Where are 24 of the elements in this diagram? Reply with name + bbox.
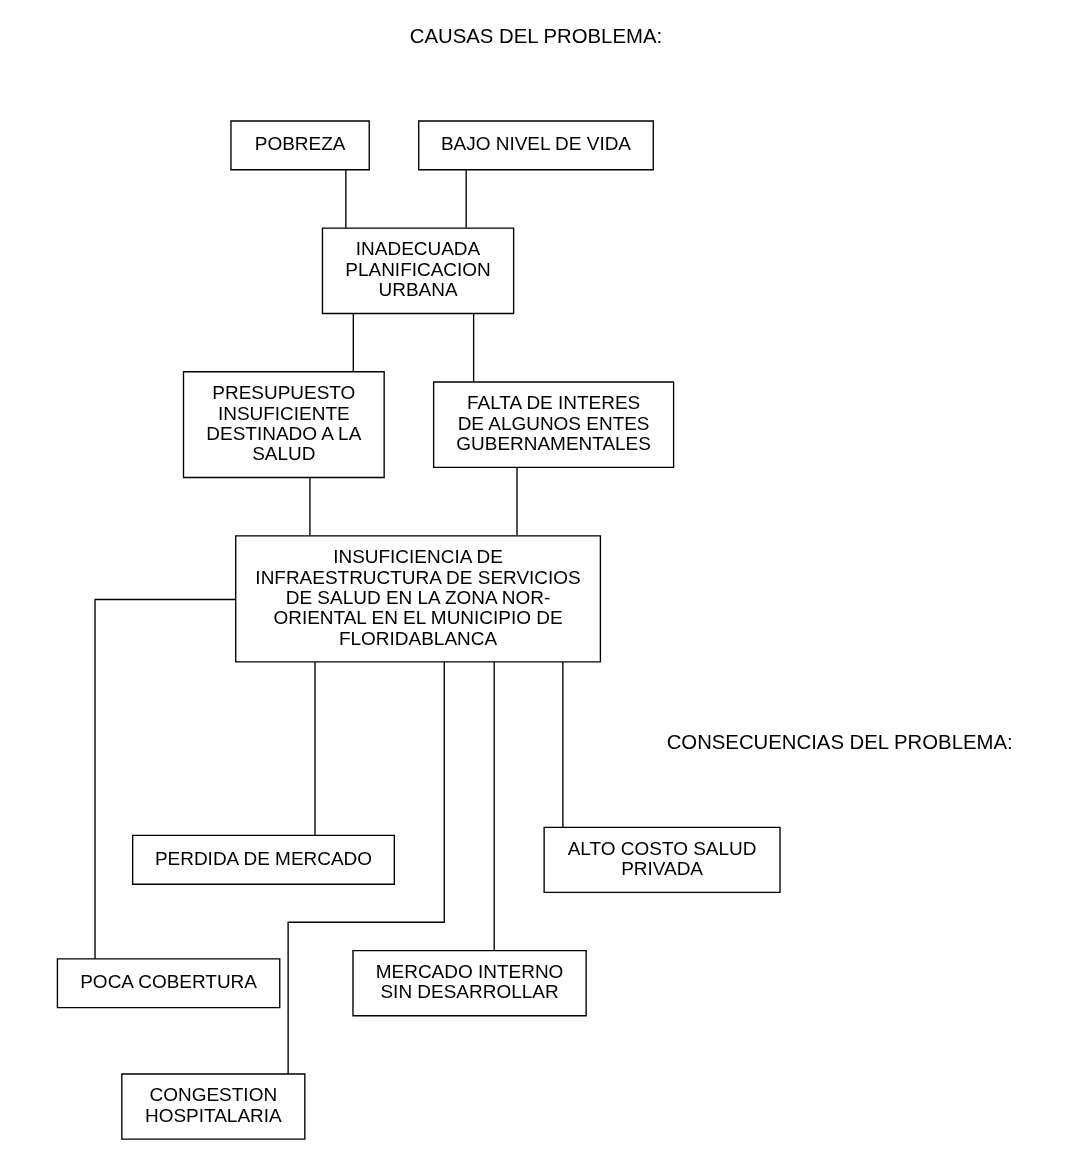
node-box: CONGESTION HOSPITALARIA — [120, 1073, 305, 1140]
label: CONSECUENCIAS DEL PROBLEMA: — [666, 731, 1013, 754]
connector — [352, 312, 354, 373]
connector — [493, 661, 495, 952]
node-box: INSUFICIENCIA DE INFRAESTRUCTURA DE SERVICIOS DE SALUD EN LA ZONA NOR-ORIENTAL EN EL MUNICIPIO DE FLORIDABLANCA — [234, 535, 601, 663]
connector — [472, 312, 474, 383]
connector — [308, 477, 311, 537]
node-box: PRESUPUESTO INSUFICIENTE DESTINADO A LA SALUD — [182, 371, 385, 479]
node-box: FALTA DE INTERES DE ALGUNOS ENTES GUBERNAMENTALES — [432, 381, 674, 469]
connector — [465, 169, 467, 229]
node-box: PERDIDA DE MERCADO — [131, 834, 395, 885]
node-box: ALTO COSTO SALUD PRIVADA — [542, 826, 781, 894]
node-box: POCA COBERTURA — [56, 958, 280, 1009]
connector — [344, 169, 347, 229]
connector — [93, 598, 236, 960]
connector — [561, 661, 564, 828]
node-box: POBREZA — [229, 120, 370, 171]
node-box: BAJO NIVEL DE VIDA — [417, 120, 654, 171]
node-box: INADECUADA PLANIFICACION URBANA — [321, 227, 514, 315]
connector — [313, 661, 316, 836]
label: CAUSAS DEL PROBLEMA: — [409, 25, 662, 48]
connector — [515, 467, 518, 536]
node-box: MERCADO INTERNO SIN DESARROLLAR — [351, 950, 587, 1017]
connector — [286, 661, 445, 1075]
